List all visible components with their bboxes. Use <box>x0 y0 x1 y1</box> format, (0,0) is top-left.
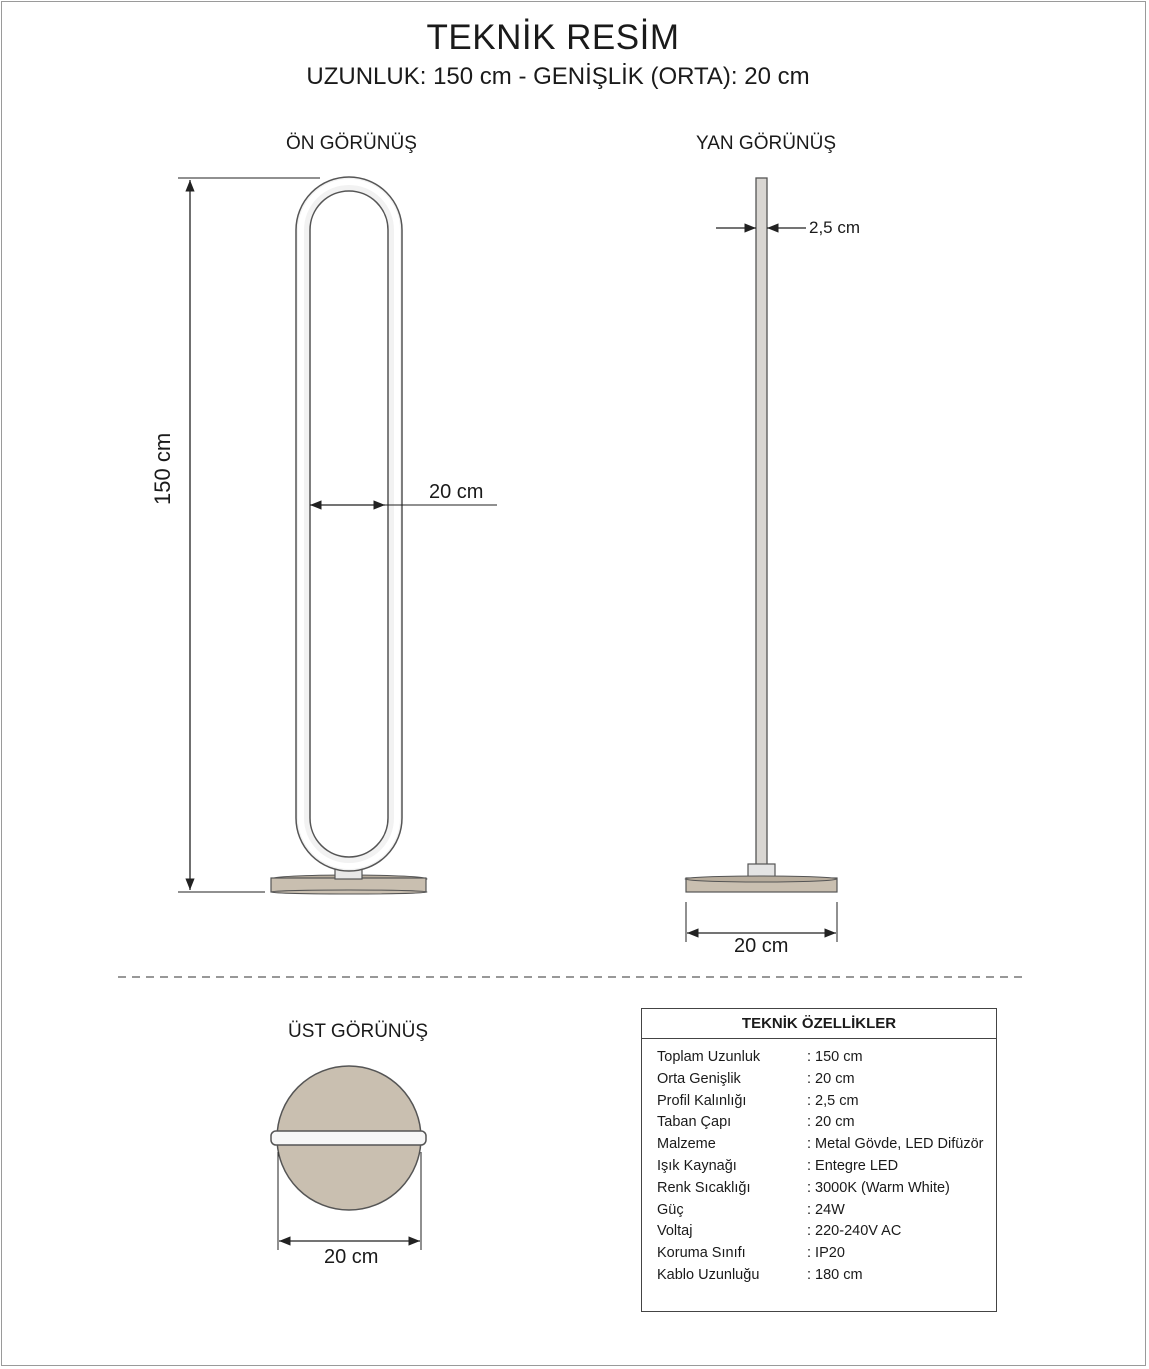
spec-row: Kablo Uzunluğu : 180 cm <box>657 1267 984 1289</box>
spec-value: : 180 cm <box>807 1266 863 1283</box>
spec-row: Voltaj : 220-240V AC <box>657 1223 984 1245</box>
side-base-dimension-text: 20 cm <box>734 935 789 957</box>
spec-row: Orta Genişlik : 20 cm <box>657 1071 984 1093</box>
spec-row: Profil Kalınlığı : 2,5 cm <box>657 1093 984 1115</box>
spec-row: Koruma Sınıfı : IP20 <box>657 1245 984 1267</box>
spec-value: : 24W <box>807 1201 845 1218</box>
front-view-label: ÖN GÖRÜNÜŞ <box>286 133 417 154</box>
side-profile <box>755 177 768 875</box>
spec-value: : Entegre LED <box>807 1157 899 1174</box>
spec-value: : 20 cm <box>807 1070 855 1087</box>
spec-label: Taban Çapı <box>657 1114 732 1131</box>
led-loop-inner <box>309 190 389 858</box>
spec-label: Malzeme <box>657 1136 716 1153</box>
spec-row: Işık Kaynağı : Entegre LED <box>657 1158 984 1180</box>
spec-value: : 220-240V AC <box>807 1223 902 1240</box>
spec-rows: Toplam Uzunluk : 150 cm Orta Genişlik : 20… <box>657 1049 984 1289</box>
spec-value: : 20 cm <box>807 1114 855 1131</box>
page-subtitle: UZUNLUK: 150 cm - GENİŞLİK (ORTA): 20 cm <box>306 63 810 90</box>
spec-row: Güç : 24W <box>657 1202 984 1224</box>
spec-row: Toplam Uzunluk : 150 cm <box>657 1049 984 1071</box>
front-base-bottom <box>270 889 428 895</box>
spec-label: Orta Genişlik <box>657 1070 741 1087</box>
side-base-top <box>684 875 838 883</box>
front-view <box>178 176 497 895</box>
spec-row: Malzeme : Metal Gövde, LED Difüzör <box>657 1136 984 1158</box>
spec-label: Güç <box>657 1201 684 1218</box>
led-loop-glow <box>298 179 400 869</box>
side-view-label: YAN GÖRÜNÜŞ <box>696 133 837 154</box>
spec-row: Renk Sıcaklığı : 3000K (Warm White) <box>657 1180 984 1202</box>
spec-label: Kablo Uzunluğu <box>657 1266 760 1283</box>
height-dimension-text: 150 cm <box>150 432 175 505</box>
spec-label: Işık Kaynağı <box>657 1157 737 1174</box>
spec-label: Toplam Uzunluk <box>657 1049 761 1065</box>
spec-value: : Metal Gövde, LED Difüzör <box>807 1136 984 1153</box>
spec-label: Voltaj <box>657 1223 693 1240</box>
page-title: TEKNİK RESİM <box>426 18 680 57</box>
spec-value: : 150 cm <box>807 1049 863 1065</box>
top-view <box>270 1065 427 1250</box>
top-led-bar <box>270 1130 427 1146</box>
spec-table: TEKNİK ÖZELLİKLER Toplam Uzunluk : 150 cm… <box>641 1008 997 1312</box>
spec-label: Profil Kalınlığı <box>657 1092 747 1109</box>
spec-row: Taban Çapı : 20 cm <box>657 1114 984 1136</box>
width-dimension-text: 20 cm <box>429 481 484 503</box>
profile-dimension-text: 2,5 cm <box>809 218 861 237</box>
spec-table-title: TEKNİK ÖZELLİKLER <box>642 1009 996 1039</box>
spec-label: Koruma Sınıfı <box>657 1245 746 1262</box>
spec-value: : IP20 <box>807 1245 845 1262</box>
spec-label: Renk Sıcaklığı <box>657 1179 751 1196</box>
top-view-label: ÜST GÖRÜNÜŞ <box>288 1021 429 1042</box>
spec-value: : 3000K (Warm White) <box>807 1179 950 1196</box>
side-view <box>684 177 838 942</box>
spec-value: : 2,5 cm <box>807 1092 859 1109</box>
top-base-dimension-text: 20 cm <box>324 1246 379 1268</box>
